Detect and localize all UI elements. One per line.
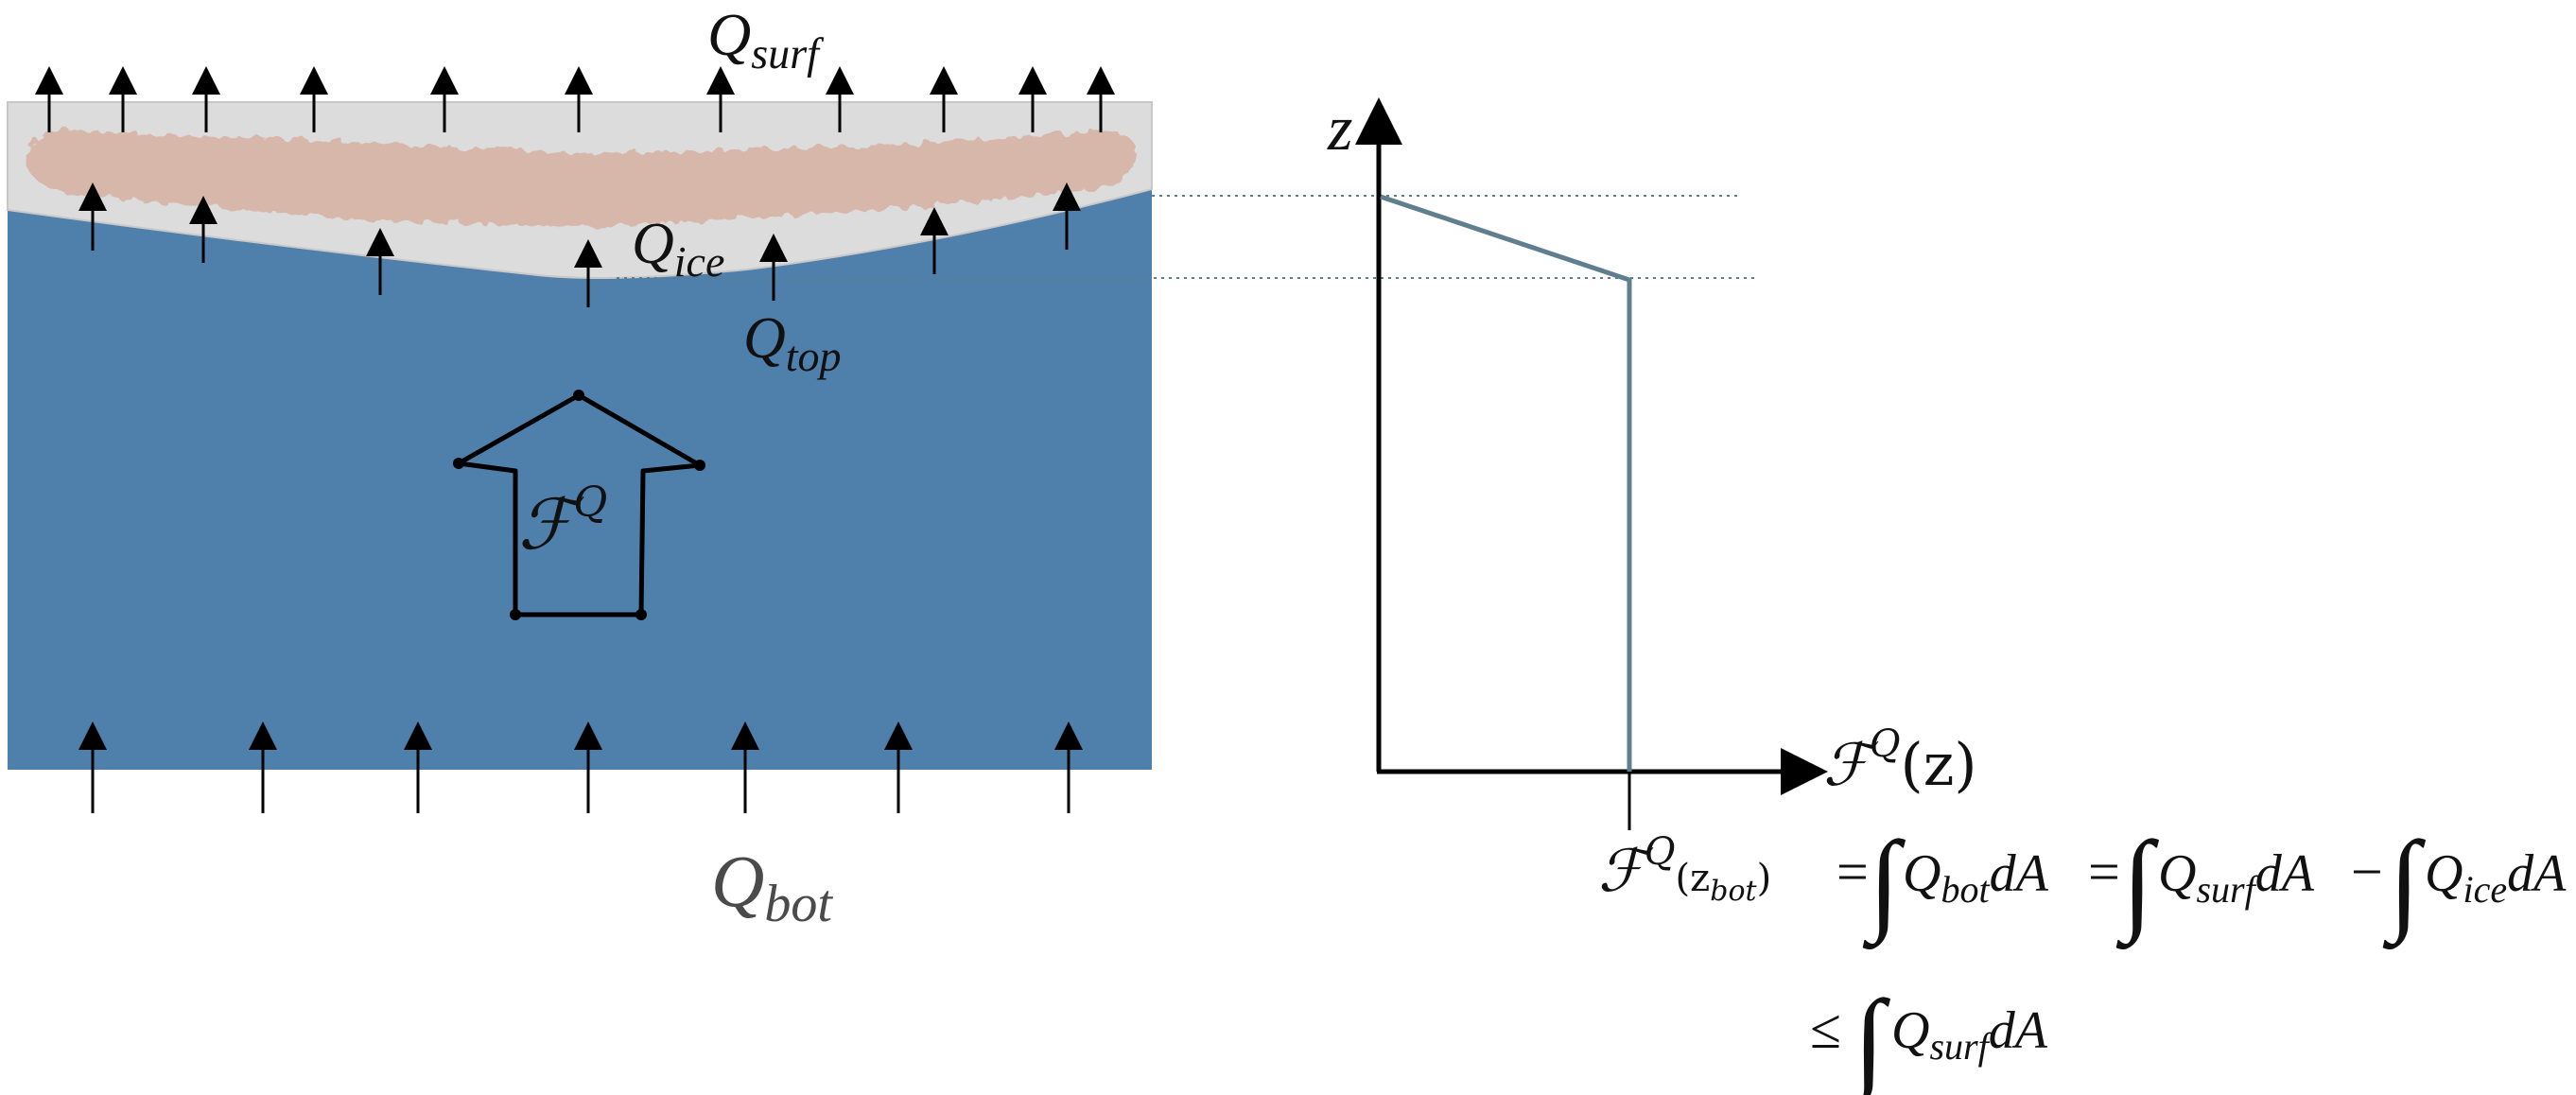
eq-integral-4: ∫ [1847,977,1891,1095]
flux-big-arrow [456,392,703,617]
label-q-surf: Qsurf [707,1,825,78]
equation-line-1: ℱQ(zbot) = ∫ QbotdA = ∫ QsurfdA − ∫ Qice… [1598,818,2567,950]
dotted-guides [617,195,1755,279]
eq-lhs: ℱQ(zbot) [1598,830,1771,908]
label-q-bot: Qbot [711,840,833,933]
profile-axes [1355,97,1828,830]
eq-leq: ≤ [1810,998,1841,1060]
eq-term-3: QicedA [2425,844,2567,911]
eq-integral-3: ∫ [2382,818,2427,950]
equation-line-2: ≤ ∫ QsurfdA [1810,977,2048,1095]
eq-integral-1: ∫ [1862,818,1906,950]
flux-arrow-corners [453,390,705,620]
eq-equals-2: = [2088,841,2120,903]
flux-profile-line [1380,194,1632,772]
surface-flux-arrows [35,66,1115,132]
eq-equals-1: = [1836,841,1869,903]
eq-term-1: QbotdA [1903,844,2049,911]
label-q-top: Qtop [743,306,842,380]
label-z-axis: z [1327,92,1352,164]
bottom-flux-arrows [78,721,1083,813]
snow-band [26,130,1137,227]
eq-minus: − [2351,841,2383,903]
interface-flux-arrows [78,182,1081,307]
eq-term-4: QsurfdA [1891,1001,2048,1068]
label-x-axis: ℱQ(z) [1823,722,1977,799]
eq-term-2: QsurfdA [2158,844,2315,911]
eq-integral-2: ∫ [2115,818,2160,950]
